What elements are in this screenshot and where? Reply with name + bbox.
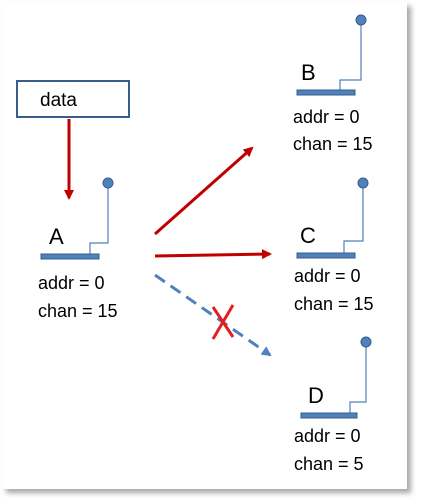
node-c-chan: chan = 15 <box>294 294 374 314</box>
edge-a-to-c <box>154 249 272 260</box>
node-a-label: A <box>49 224 64 249</box>
data-label: data <box>40 90 77 111</box>
edge-a-to-d <box>154 273 272 357</box>
data-box-border <box>16 80 130 118</box>
node-a: A addr = 0 chan = 15 <box>38 177 118 321</box>
edge-a-to-b <box>154 146 254 236</box>
node-d: D addr = 0 chan = 5 <box>294 336 372 474</box>
node-d-chan: chan = 5 <box>294 454 364 474</box>
node-c-addr: addr = 0 <box>294 266 361 286</box>
radio-device-icon <box>300 336 372 419</box>
data-source-box: data <box>16 80 130 118</box>
node-b-addr: addr = 0 <box>293 107 360 127</box>
node-a-addr: addr = 0 <box>38 273 105 293</box>
radio-device-icon <box>296 14 367 96</box>
radio-device-icon <box>40 177 114 260</box>
node-c: C addr = 0 chan = 15 <box>294 177 374 314</box>
node-b: B addr = 0 chan = 15 <box>293 14 373 154</box>
node-c-label: C <box>300 223 316 248</box>
node-d-label: D <box>308 383 324 408</box>
node-b-chan: chan = 15 <box>293 134 373 154</box>
cross-mark-icon <box>211 304 235 340</box>
node-d-addr: addr = 0 <box>294 426 361 446</box>
node-a-chan: chan = 15 <box>38 301 118 321</box>
node-b-label: B <box>301 60 316 85</box>
radio-device-icon <box>296 177 369 259</box>
